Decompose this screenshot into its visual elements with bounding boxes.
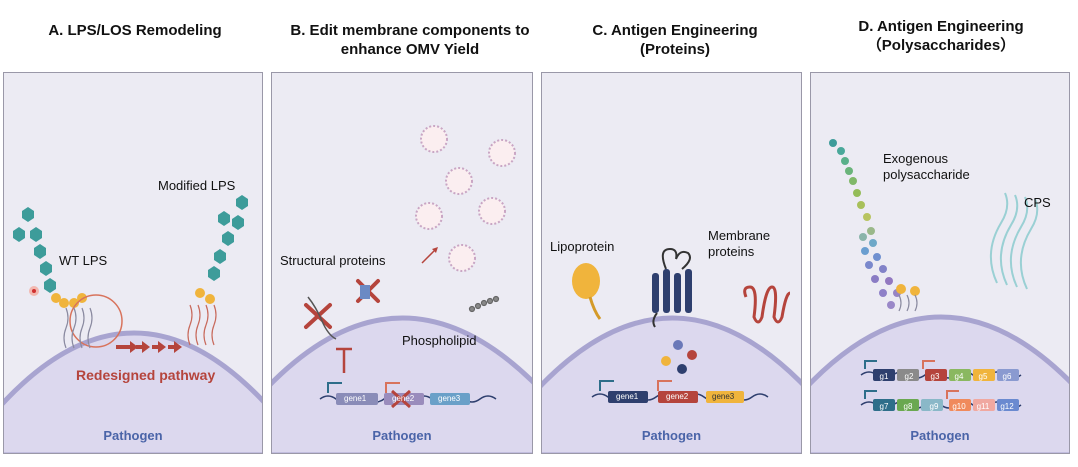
phospholipid-label: Phospholipid	[402, 333, 477, 348]
panel-b-illustration	[272, 125, 532, 453]
antigen-dots	[661, 340, 697, 374]
pathogen-label: Pathogen	[103, 428, 163, 443]
gene3-label: gene3	[712, 392, 735, 401]
membrane-proteins-label: Membrane proteins	[708, 228, 770, 260]
pathway-arrows	[116, 341, 182, 353]
gene-g2: g2	[904, 372, 914, 381]
gene-g9: g9	[929, 402, 939, 411]
cps-strands	[989, 192, 1039, 290]
gene-g1: g1	[879, 372, 889, 381]
redesigned-pathway-label: Redesigned pathway	[76, 367, 216, 383]
label-line: proteins	[708, 244, 755, 259]
lipoprotein-shape	[572, 263, 602, 320]
title-line: (Proteins)	[639, 41, 710, 58]
lipoprotein-label: Lipoprotein	[550, 239, 615, 254]
modified-lps-label: Modified LPS	[158, 178, 236, 193]
exogenous-polysaccharide-label: Exogenous polysaccharide	[883, 151, 970, 183]
omv-vesicles	[415, 125, 516, 272]
panel-b-title: B. Edit membrane components to enhance O…	[268, 21, 552, 59]
gene-row-2: g7 g8 g9 g10 g11 g12	[873, 399, 1019, 415]
gene3-label: gene3	[438, 394, 461, 403]
label-line: Exogenous	[883, 151, 949, 166]
polysaccharide-chain	[829, 139, 901, 309]
panel-a-illustration	[4, 195, 262, 453]
gene-g8: g8	[903, 402, 913, 411]
panel-d-illustration	[811, 139, 1069, 453]
pathogen-label: Pathogen	[372, 428, 432, 443]
gene-g12: g12	[1000, 402, 1014, 411]
gene-g11: g11	[976, 402, 990, 411]
membrane-protein-navy	[652, 269, 692, 313]
gene-g7: g7	[879, 402, 889, 411]
gene-g6: g6	[1002, 372, 1012, 381]
cps-label: CPS	[1024, 195, 1051, 210]
title-line: enhance OMV Yield	[340, 41, 480, 58]
gene1-label: gene1	[344, 394, 367, 403]
panel-a: WT LPS Modified LPS Redesigned pathway P…	[3, 72, 263, 454]
panel-c-title: C. Antigen Engineering (Proteins)	[540, 21, 810, 59]
panel-c: Lipoprotein Membrane proteins gene1 gene…	[541, 72, 802, 454]
title-line: B. Edit membrane components to	[290, 22, 530, 39]
gene-g10: g10	[952, 402, 966, 411]
wt-lps-label: WT LPS	[59, 253, 108, 268]
membrane-protein-red	[743, 285, 791, 324]
wt-lps-chain	[13, 207, 56, 293]
modified-lps-chain	[208, 195, 248, 281]
label-line: Membrane	[708, 228, 771, 243]
title-line: D. Antigen Engineering	[858, 18, 1024, 35]
pathogen-label: Pathogen	[910, 428, 970, 443]
pathogen-label: Pathogen	[641, 428, 702, 443]
gene-g3: g3	[930, 372, 940, 381]
gene2-label: gene2	[392, 394, 415, 403]
gene-row-1: g1 g2 g3 g4 g5 g6	[873, 369, 1019, 385]
panel-c-illustration	[542, 247, 801, 453]
panel-a-title: A. LPS/LOS Remodeling	[0, 21, 270, 40]
gene-g4: g4	[954, 372, 964, 381]
title-line: （Polysaccharides）	[866, 37, 1016, 54]
structural-proteins-label: Structural proteins	[280, 253, 386, 268]
gene-g5: g5	[978, 372, 988, 381]
title-line: C. Antigen Engineering	[592, 22, 758, 39]
gene2-label: gene2	[666, 392, 689, 401]
label-line: polysaccharide	[883, 167, 970, 182]
gene1-label: gene1	[616, 392, 639, 401]
title-line: A. LPS/LOS Remodeling	[48, 22, 222, 39]
panel-b: Structural proteins Phospholipid gene1 g…	[271, 72, 533, 454]
panel-d-title: D. Antigen Engineering （Polysaccharides）	[806, 17, 1076, 55]
